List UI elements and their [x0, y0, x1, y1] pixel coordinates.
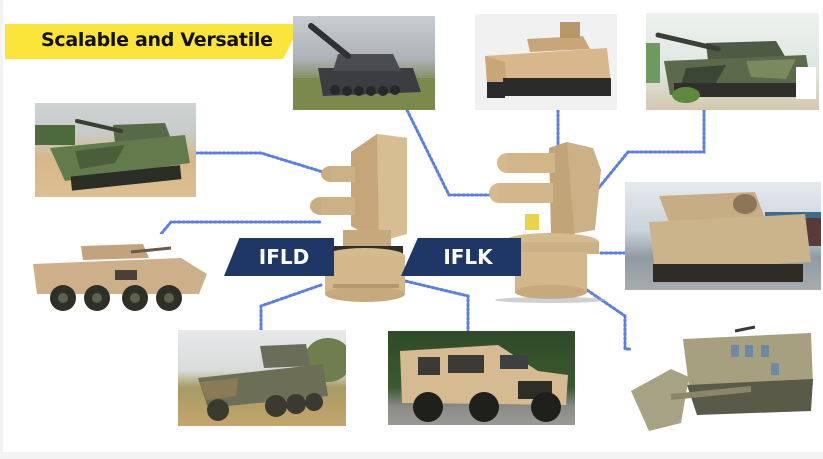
vehicle-photo-armored-bulldozer — [631, 315, 817, 435]
jltv-icon — [400, 345, 568, 422]
ifld-label: IFLD — [258, 245, 310, 269]
slide-title: Scalable and Versatile — [41, 29, 273, 51]
bulldozer-icon — [631, 325, 813, 431]
vehicle-photo-light-tactical-vehicle — [388, 331, 575, 425]
wheeled-vehicle-icon — [33, 244, 207, 311]
vehicle-photo-camo-8x8 — [178, 330, 346, 426]
laser-turret-icon — [489, 142, 607, 303]
vehicle-photo-tan-tracked-ifv — [475, 14, 617, 110]
ifv-icon — [646, 32, 816, 103]
vehicle-photo-tan-8x8 — [31, 234, 211, 318]
ifv-icon — [649, 192, 821, 282]
title-banner: Scalable and Versatile — [5, 24, 301, 59]
iflk-label: IFLK — [443, 245, 493, 269]
vehicle-photo-green-camo-ifv — [646, 13, 819, 110]
slide: Scalable and Versatile — [3, 0, 823, 452]
ifld-label-banner: IFLD — [224, 238, 334, 276]
tank-icon — [293, 23, 435, 110]
vehicle-photo-camo-tracked-ifv — [35, 103, 196, 197]
ifld-turret — [305, 134, 409, 304]
laser-turret-icon — [310, 134, 409, 302]
ifv-icon — [35, 119, 190, 191]
iflk-label-banner: IFLK — [401, 238, 521, 276]
iflk-turret — [489, 140, 613, 310]
wheeled-vehicle-icon — [198, 338, 346, 421]
vehicle-photo-tan-tracked-bradley — [625, 182, 821, 290]
ifv-icon — [485, 22, 611, 98]
vehicle-photo-main-battle-tank — [293, 16, 435, 110]
